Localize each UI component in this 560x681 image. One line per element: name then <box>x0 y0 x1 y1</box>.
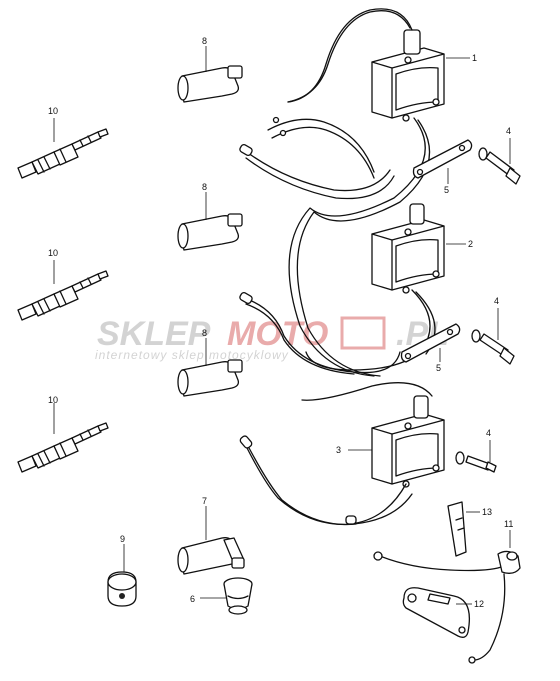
callout-4c: 4 <box>486 428 491 438</box>
plug-cap <box>177 213 243 251</box>
sleeve <box>223 577 253 615</box>
cord-terminals <box>239 116 357 525</box>
bracket <box>400 323 461 363</box>
callout-3: 3 <box>336 445 341 455</box>
callout-11: 11 <box>504 519 513 529</box>
callout-2: 2 <box>468 239 473 249</box>
watermark: SKLEP MOTO .PL internetowy sklep motocyk… <box>95 315 449 362</box>
callout-5a: 5 <box>444 185 449 195</box>
bolt <box>455 451 497 473</box>
callout-7: 7 <box>202 496 207 506</box>
callout-13: 13 <box>482 507 492 517</box>
bolt <box>471 329 515 365</box>
watermark-tagline: internetowy sklep motocyklowy <box>95 348 289 362</box>
callout-5b: 5 <box>436 363 441 373</box>
callout-6: 6 <box>190 594 195 604</box>
grommet <box>107 571 137 607</box>
watermark-brand-left: SKLEP <box>97 315 211 353</box>
callout-10a: 10 <box>48 106 58 116</box>
ignition-coil <box>371 395 445 488</box>
spark-plug <box>17 270 109 321</box>
callout-10c: 10 <box>48 395 58 405</box>
mounting-plate <box>402 587 471 638</box>
clamp-bracket <box>447 501 467 557</box>
plug-cap <box>177 65 243 103</box>
callout-4a: 4 <box>506 126 511 136</box>
callout-1: 1 <box>472 53 477 63</box>
callout-9: 9 <box>120 534 125 544</box>
ignition-coil <box>371 203 445 294</box>
bolt <box>478 147 521 185</box>
callout-12: 12 <box>474 599 484 609</box>
sensor-with-wire <box>373 550 521 664</box>
plug-cap-angled <box>177 537 245 575</box>
callout-8b: 8 <box>202 182 207 192</box>
bracket <box>412 139 473 179</box>
watermark-badge <box>340 316 386 350</box>
spark-plug <box>17 128 109 179</box>
callout-8c: 8 <box>202 328 207 338</box>
callout-10b: 10 <box>48 248 58 258</box>
callout-8a: 8 <box>202 36 207 46</box>
spark-plug <box>17 422 109 473</box>
callout-4b: 4 <box>494 296 499 306</box>
ignition-coil <box>371 29 445 122</box>
plug-cap <box>177 359 243 397</box>
